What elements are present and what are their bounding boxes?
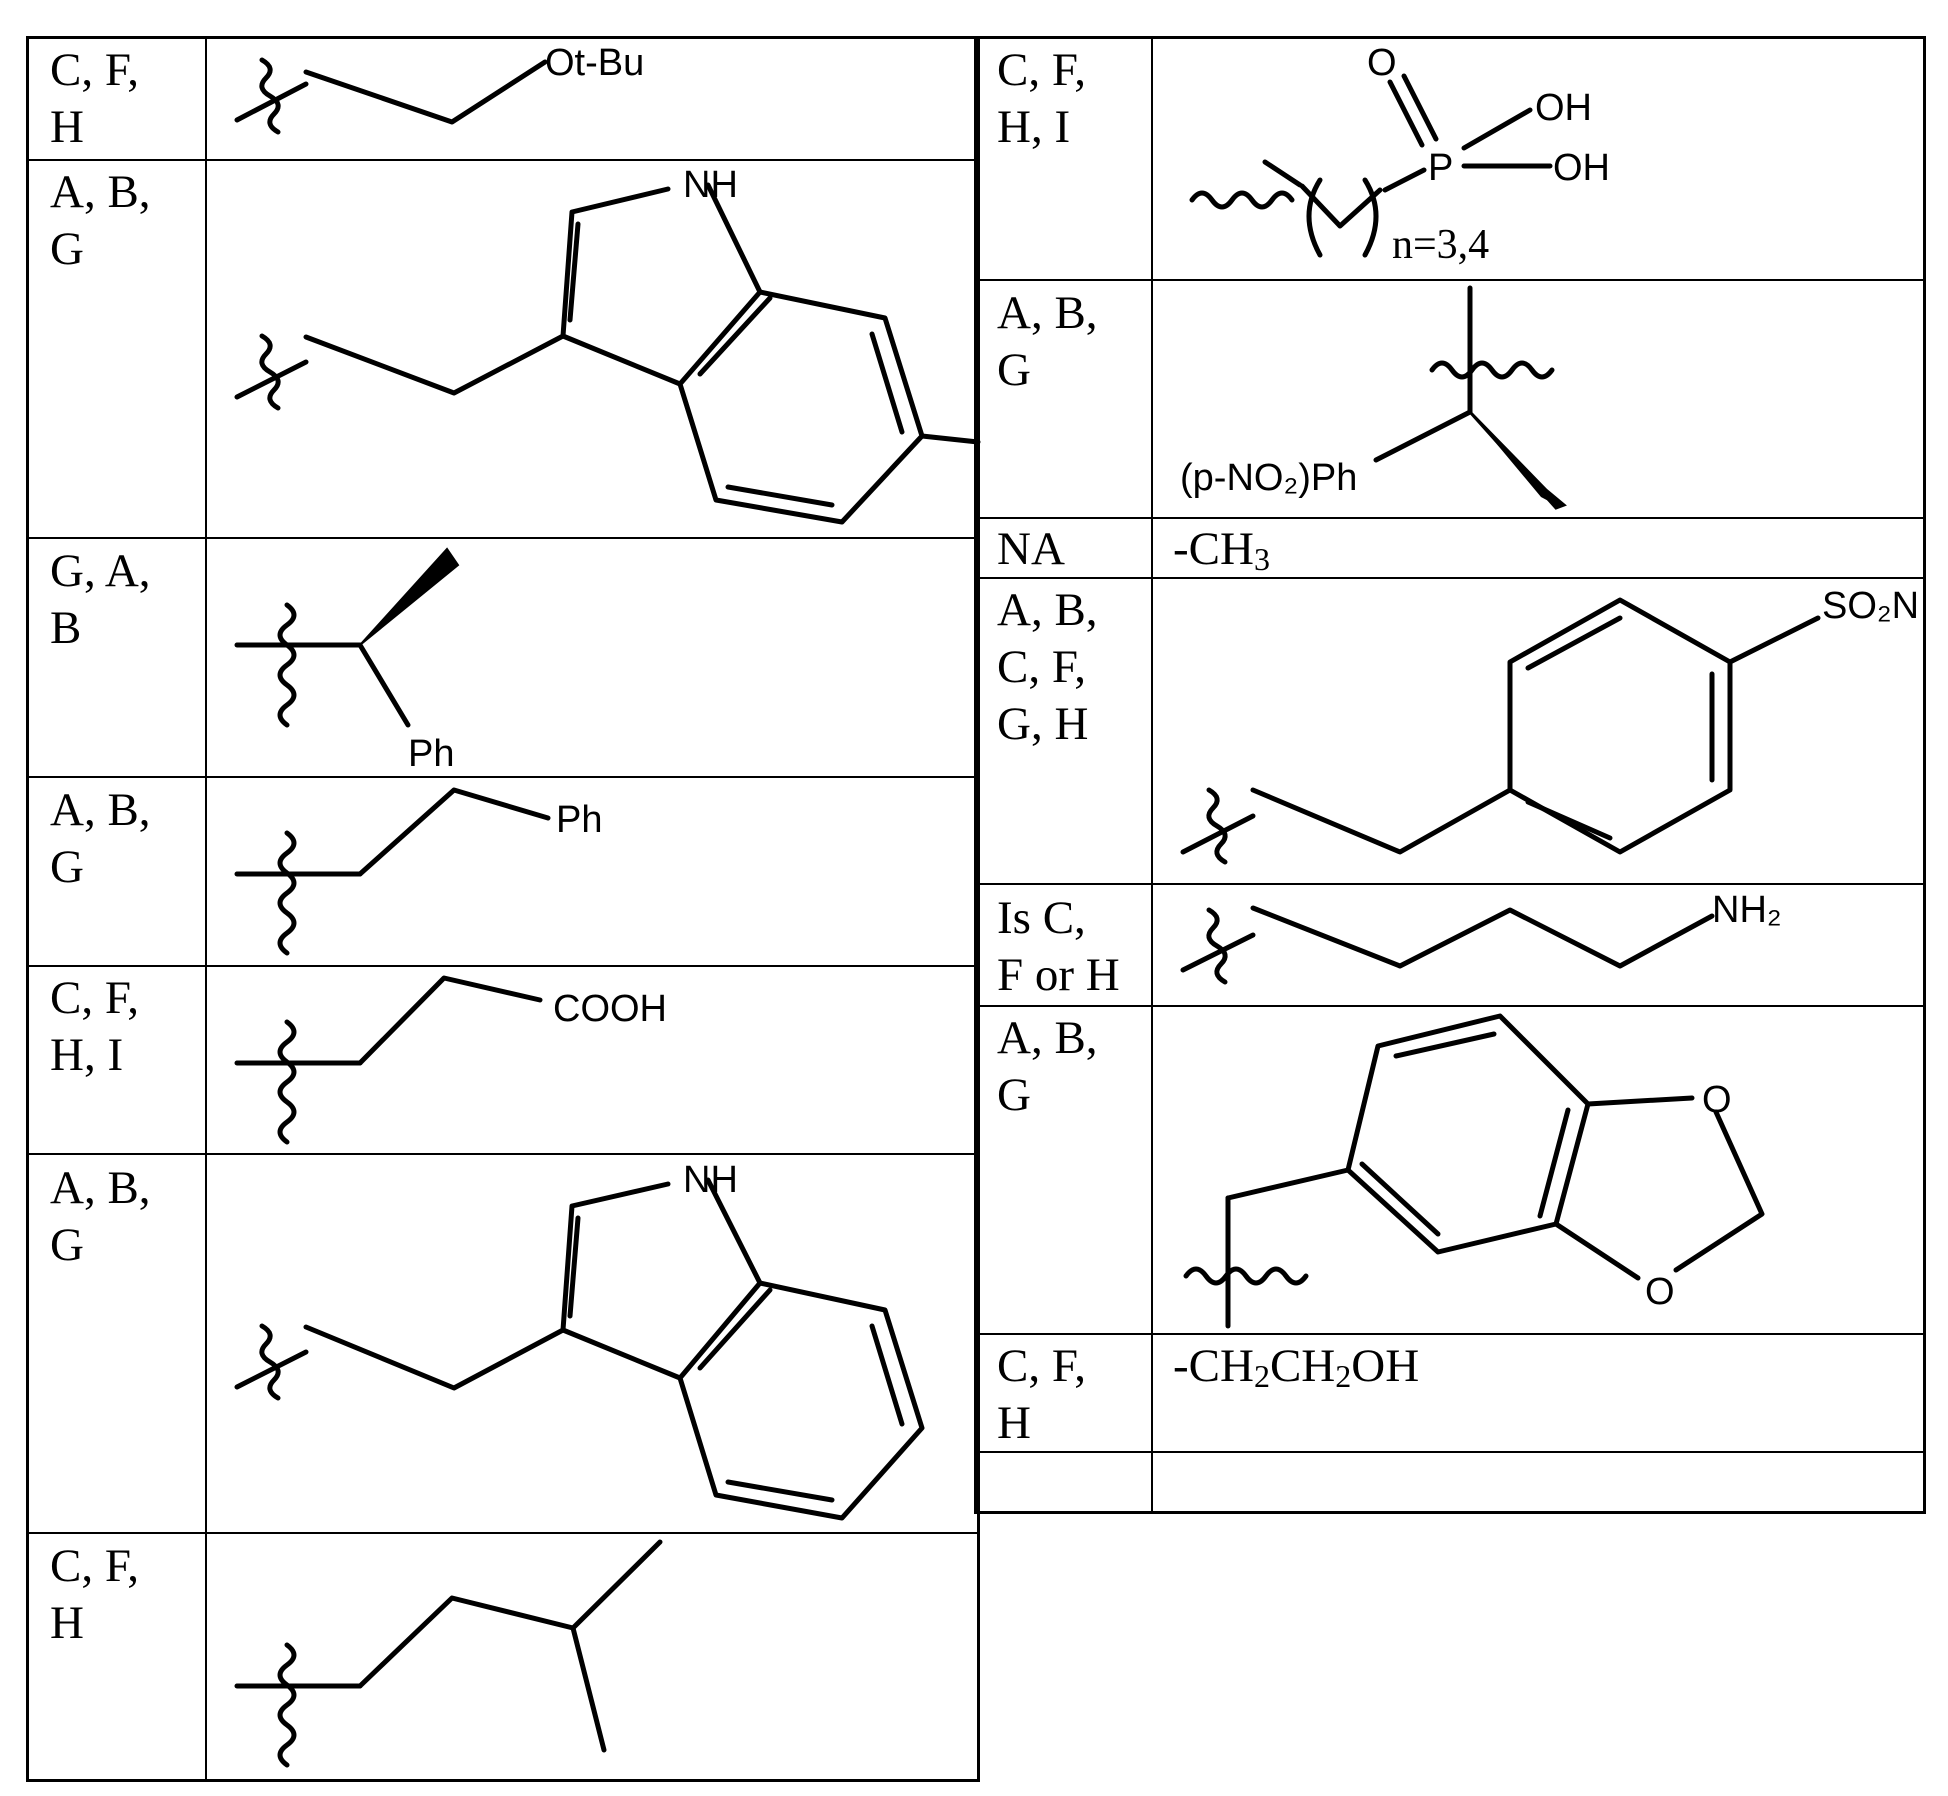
svg-text:Ph: Ph [408, 733, 454, 775]
svg-text:COOH: COOH [553, 988, 667, 1030]
svg-text:O: O [1367, 42, 1397, 84]
svg-text:P: P [1428, 147, 1453, 189]
svg-text:OH: OH [1553, 147, 1610, 189]
structure-benzodioxolylmethyl: O O [1186, 1016, 1762, 1326]
structure-isopentyl [237, 1542, 660, 1765]
svg-text:NH: NH [683, 164, 738, 206]
svg-text:(p-NO₂)Ph: (p-NO₂)Ph [1180, 457, 1357, 499]
structure-indolylethyl-substituted: NH [237, 164, 978, 522]
structure-phosphonoalkyl: O OH OH P n=3,4 [1192, 42, 1610, 268]
structure-carboxyethyl: COOH [237, 978, 667, 1142]
structure-sulfamoylphenethyl: SO₂N [1183, 585, 1919, 862]
svg-text:Ph: Ph [556, 799, 602, 841]
svg-text:O: O [1702, 1079, 1732, 1121]
structure-tbu-ether: Ot-Bu [237, 42, 644, 132]
structure-aminobutyl: NH₂ [1183, 889, 1782, 982]
svg-text:OH: OH [1535, 87, 1592, 129]
svg-text:SO₂N: SO₂N [1822, 585, 1919, 627]
svg-text:NH: NH [683, 1159, 738, 1201]
svg-text:n=3,4: n=3,4 [1392, 222, 1489, 268]
structure-phenylpropyl: Ph [237, 790, 602, 953]
svg-text:Ot-Bu: Ot-Bu [545, 42, 644, 84]
structure-nitrophenylethyl: (p-NO₂)Ph [1180, 288, 1564, 508]
svg-text:NH₂: NH₂ [1712, 889, 1782, 931]
svg-text:O: O [1645, 1271, 1675, 1313]
structure-indolylethyl: NH [237, 1159, 922, 1518]
structure-phenylethyl-wedge: Ph [237, 549, 458, 775]
